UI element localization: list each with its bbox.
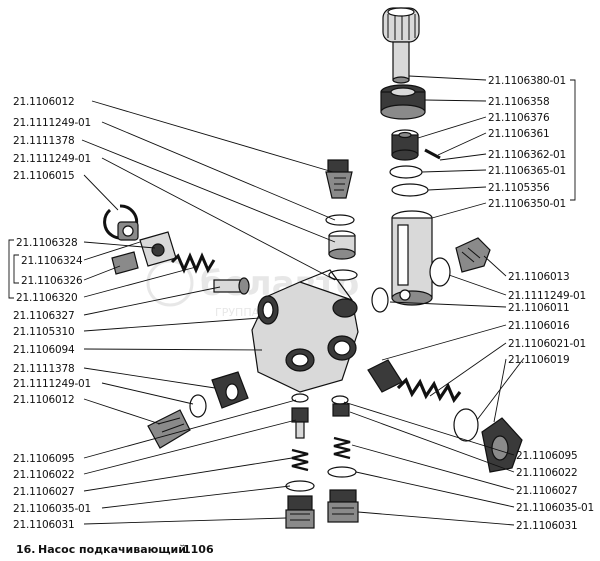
washer xyxy=(189,394,207,418)
part-label: 21.1106380-01 xyxy=(488,75,566,87)
figure-number: 16. xyxy=(16,543,36,556)
group-bracket-left-inner xyxy=(13,254,19,284)
part-label: 21.1111249-01 xyxy=(13,378,91,390)
valve-piston xyxy=(213,277,250,295)
gasket-ring xyxy=(453,408,479,442)
part-label: 21.1106012 xyxy=(13,96,74,108)
part-label: 21.1106094 xyxy=(13,344,75,356)
spring-top xyxy=(391,183,429,197)
spring-left xyxy=(170,252,216,274)
washer xyxy=(325,214,355,226)
part-label: 21.1106022 xyxy=(516,467,577,479)
part-label: 21.1106027 xyxy=(516,485,577,497)
labels-right: 21.1106380-01 21.1106358 21.1106376 21.1… xyxy=(488,75,594,532)
part-label: 21.1106326 xyxy=(21,275,83,287)
spring-right xyxy=(396,377,462,404)
part-label: 21.1106327 xyxy=(13,310,74,322)
part-label: 21.1105310 xyxy=(13,326,74,338)
part-label: 21.1105356 xyxy=(488,182,550,194)
part-label: 21.1106013 xyxy=(508,271,569,283)
part-label: 21.1111249-01 xyxy=(13,117,91,129)
part-label: 21.1106027 xyxy=(13,486,74,498)
sleeve xyxy=(328,230,356,260)
nut-right xyxy=(367,359,403,393)
pin xyxy=(424,148,441,160)
nut-left xyxy=(211,371,249,409)
part-label: 21.1106011 xyxy=(508,302,569,314)
pump-body xyxy=(251,269,359,393)
banjo-bolt-left xyxy=(147,409,191,449)
bushing xyxy=(391,129,419,161)
valve-column-left xyxy=(285,393,315,529)
part-label: 21.1111249-01 xyxy=(508,290,586,302)
washer xyxy=(429,257,451,287)
figure-group: 1106 xyxy=(183,543,214,556)
leader-lines xyxy=(81,75,525,526)
part-label: 21.1111378 xyxy=(13,363,74,375)
part-label: 21.1106019 xyxy=(508,354,569,366)
watermark-logo-icon xyxy=(146,259,194,307)
brackets xyxy=(8,79,576,299)
valve-column-right xyxy=(327,395,359,523)
part-label: 21.1106021-01 xyxy=(508,338,586,350)
end-cap-right xyxy=(481,417,523,473)
valve-plug xyxy=(111,251,139,275)
part-label: 21.1106324 xyxy=(21,255,83,267)
part-label: 21.1106095 xyxy=(516,450,577,462)
part-label: 21.1106350-01 xyxy=(488,198,566,210)
part-label: 21.1106365-01 xyxy=(488,165,566,177)
part-label: 21.1106358 xyxy=(488,96,549,108)
group-bracket-right xyxy=(570,79,576,201)
parts xyxy=(103,7,523,529)
part-label: 21.1106016 xyxy=(508,320,570,332)
part-label: 21.1106022 xyxy=(13,469,74,481)
part-label: 21.1106015 xyxy=(13,170,74,182)
banjo-bolt-top xyxy=(325,159,353,199)
part-label: 21.1106035-01 xyxy=(516,502,594,514)
part-label: 21.1106035-01 xyxy=(13,503,91,515)
pump-handle-knob xyxy=(382,7,420,84)
part-label: 21.1106031 xyxy=(13,519,74,531)
part-label: 21.1106031 xyxy=(516,520,577,532)
washer xyxy=(371,287,389,313)
part-label: 21.1106361 xyxy=(488,128,549,140)
pump-cap xyxy=(380,84,426,120)
part-label: 21.1106095 xyxy=(13,453,74,465)
group-bracket-left xyxy=(8,239,14,299)
part-label: 21.1106320 xyxy=(16,292,77,304)
figure-caption: 16. Насос подкачивающий 1106 xyxy=(16,543,214,556)
part-label: 21.1106328 xyxy=(16,237,77,249)
labels-left: 21.1106012 21.1111249-01 21.1111378 21.1… xyxy=(13,96,91,531)
valve-cap xyxy=(117,221,139,241)
washer xyxy=(389,165,423,179)
valve-body-small xyxy=(139,231,177,267)
part-label: 21.1106012 xyxy=(13,394,74,406)
banjo-bolt-right xyxy=(455,237,491,273)
part-label: 21.1106362-01 xyxy=(488,149,566,161)
part-label: 21.1111378 xyxy=(13,135,74,147)
figure-title: Насос подкачивающий xyxy=(38,543,186,556)
pump-cylinder xyxy=(391,210,433,306)
part-label: 21.1111249-01 xyxy=(13,153,91,165)
part-label: 21.1106376 xyxy=(488,112,550,124)
